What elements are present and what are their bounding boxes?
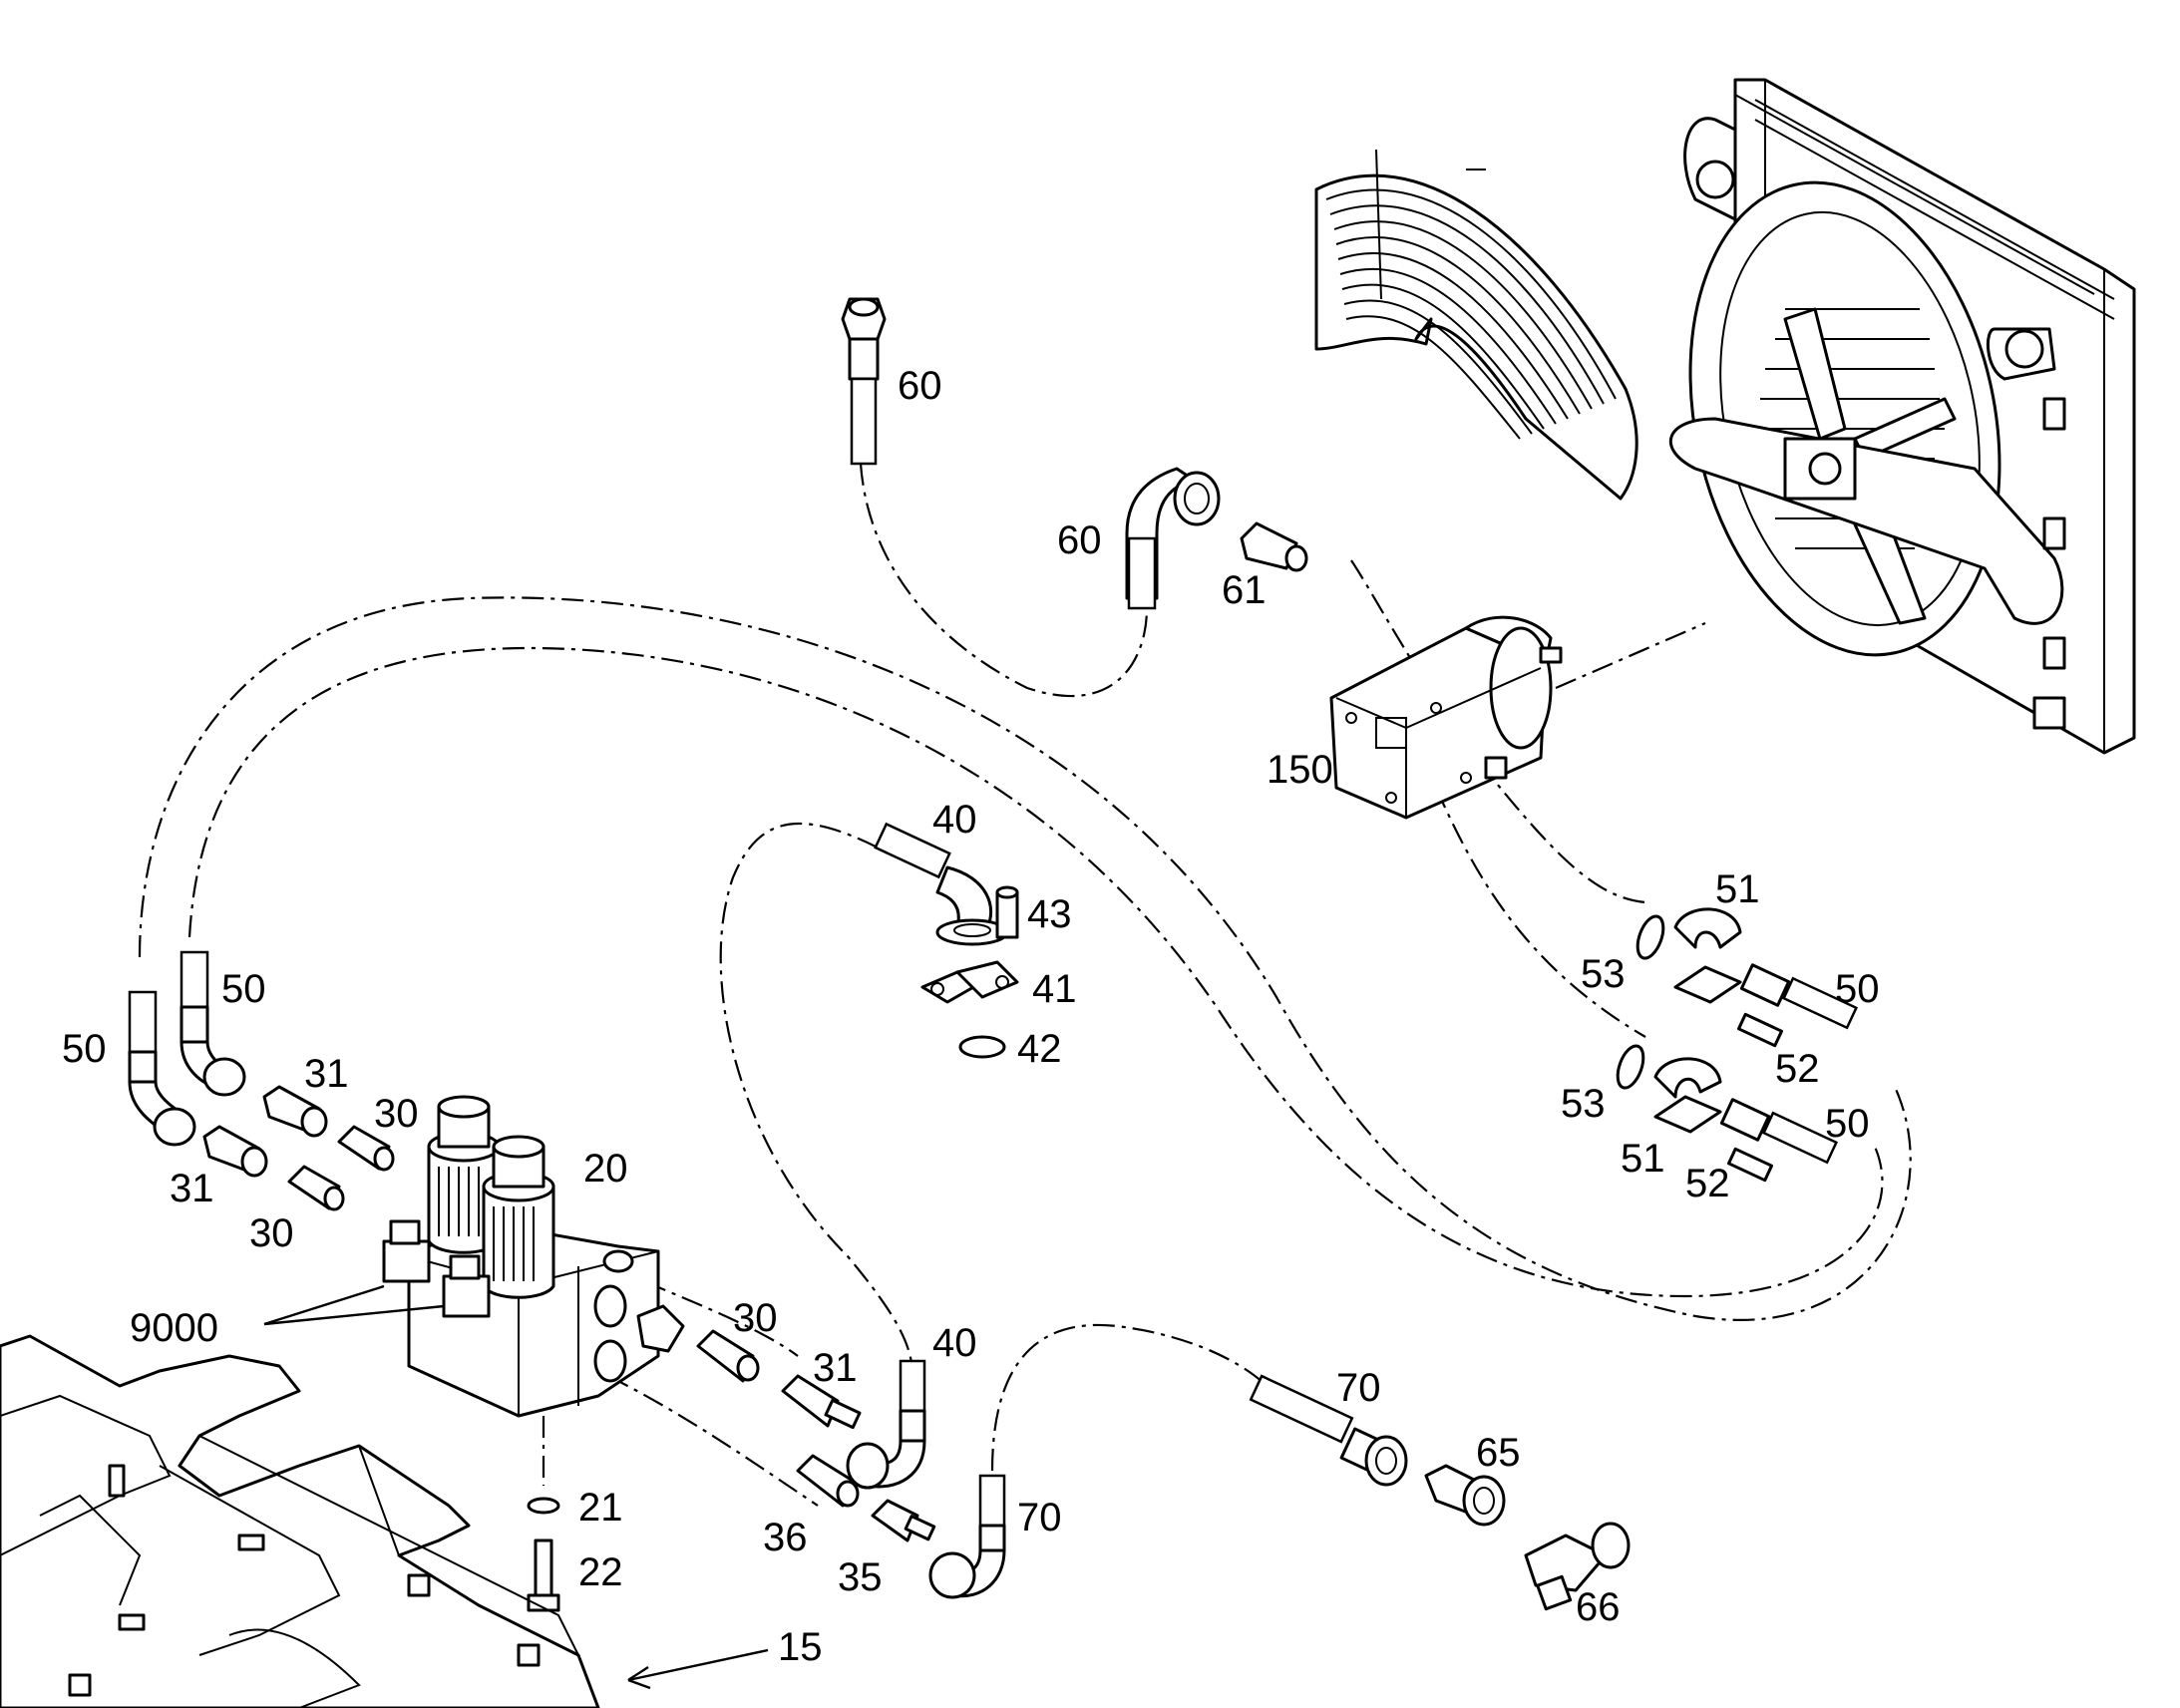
label-52-upper: 52 [1775,1047,1820,1091]
bolt-22 [527,1538,560,1612]
bolt-43 [995,885,1019,939]
fan-guard [1314,149,1638,501]
hose-50-left-a [128,990,196,1147]
fitting-30-a [337,1125,395,1172]
adapter-65 [1424,1464,1506,1527]
bolt-52-upper [1736,1012,1784,1048]
label-50-left-b: 50 [221,967,266,1011]
flange-half-51-lower [1653,1057,1722,1134]
label-65-adapter: 65 [1476,1431,1521,1475]
leader-lines [263,1284,769,1690]
flange-half-51-upper [1673,907,1742,1004]
label-50-lower-right: 50 [1825,1102,1870,1146]
part-labels: 60 60 61 150 40 43 41 42 51 53 50 52 53 … [62,364,1880,1669]
label-30-b: 30 [249,1211,294,1255]
label-41-clamp: 41 [1032,967,1077,1011]
label-15-frame: 15 [778,1625,823,1669]
hose-50-upper-right [1739,963,1859,1030]
label-31-a: 31 [304,1052,349,1096]
label-9000-solenoid: 9000 [130,1306,218,1350]
hose-40-flange-elbow [874,822,1009,946]
fitting-35 [871,1499,936,1542]
label-66-tee: 66 [1576,1585,1621,1629]
o-ring-42 [958,1035,1006,1059]
fitting-30-b [287,1165,345,1211]
label-31-b: 31 [170,1167,214,1210]
label-70-lower: 70 [1017,1496,1062,1539]
tee-fitting-66 [1524,1522,1631,1611]
label-40-flange-elbow: 40 [932,798,977,842]
o-ring-53-upper [1635,914,1665,960]
fitting-31-c [781,1374,862,1430]
label-50-left-a: 50 [62,1027,107,1071]
label-30-c: 30 [733,1296,778,1340]
fitting-61 [1240,521,1308,572]
solenoid-9000 [382,1219,491,1318]
label-42-o-ring: 42 [1017,1027,1062,1071]
label-43-bolt: 43 [1027,892,1072,936]
label-50-upper-right: 50 [1835,967,1880,1011]
hose-routing-lines [138,463,1912,1507]
label-60-straight-hose: 60 [898,364,942,408]
label-40-lower: 40 [932,1321,977,1365]
label-22-bolt: 22 [578,1550,623,1594]
label-150-motor: 150 [1267,748,1333,792]
label-21-washer: 21 [578,1486,623,1530]
washer-21 [527,1497,560,1515]
hose-50-lower-right [1719,1098,1839,1165]
label-51-lower: 51 [1621,1137,1665,1181]
hose-60-elbow [1125,467,1221,610]
fitting-31-a [262,1085,328,1138]
bolt-52-lower [1726,1147,1774,1183]
label-61-fitting: 61 [1222,568,1267,612]
hose-60-straight [841,297,887,466]
hose-40-lower [846,1359,926,1490]
label-36: 36 [763,1516,808,1559]
hose-50-left-b [180,950,246,1097]
label-70-straight: 70 [1336,1366,1381,1410]
label-30-a: 30 [374,1092,419,1136]
hose-70-straight [1249,1374,1408,1487]
flange-clamp-41 [920,960,1019,1004]
fitting-31-b [202,1125,268,1178]
label-60-elbow-hose: 60 [1057,518,1102,562]
label-31-c: 31 [813,1346,858,1390]
chassis-frame-15 [0,1334,600,1708]
cooler-radiator [1668,78,2136,755]
o-ring-53-lower [1616,1044,1645,1090]
label-53-upper: 53 [1581,952,1626,996]
label-52-lower: 52 [1685,1162,1730,1205]
fitting-30-c [696,1329,760,1383]
label-51-upper: 51 [1715,867,1760,911]
label-35: 35 [838,1555,883,1599]
hose-70-lower [928,1474,1006,1599]
label-20-valve: 20 [583,1147,628,1191]
hydraulic-motor-150 [1329,615,1563,820]
label-53-lower: 53 [1561,1082,1606,1126]
